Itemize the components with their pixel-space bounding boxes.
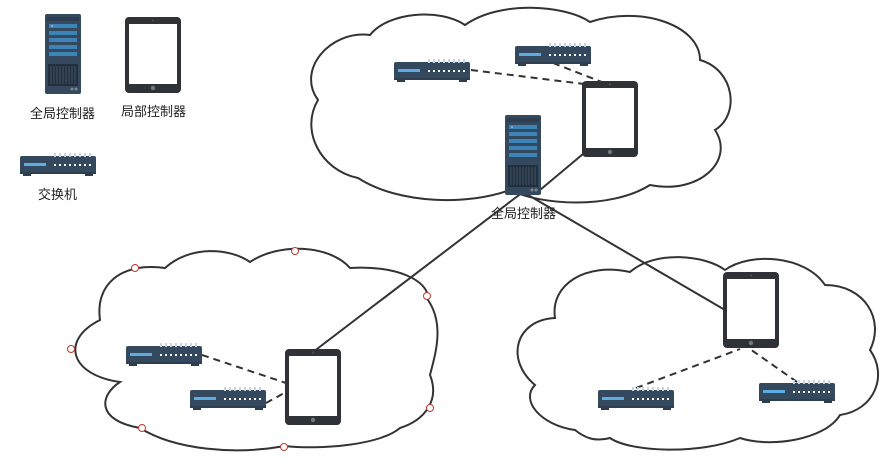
link-right-switch1 <box>635 348 741 389</box>
link-right-switch2 <box>749 348 798 383</box>
link-global-to-top-local <box>539 153 584 191</box>
legend-switch-icon <box>20 153 96 176</box>
top-switch-1-icon[interactable] <box>394 59 470 82</box>
right-switch-1-icon[interactable] <box>598 387 674 410</box>
link-left-switch2 <box>265 391 287 404</box>
link-left-switch1 <box>201 354 287 384</box>
center-global-controller-icon[interactable] <box>504 114 542 196</box>
link-top-switch1 <box>470 69 601 87</box>
right-local-controller-icon[interactable] <box>723 272 779 348</box>
legend-global-controller-label: 全局控制器 <box>30 107 96 122</box>
legend-switch-label: 交换机 <box>38 188 78 203</box>
left-switch-2-icon[interactable] <box>190 387 266 410</box>
left-local-controller-icon[interactable] <box>285 349 341 425</box>
cloud-selection-handles[interactable] <box>67 247 434 451</box>
left-switch-1-icon[interactable] <box>126 343 202 366</box>
legend-local-controller-label: 局部控制器 <box>121 105 187 120</box>
top-local-controller-icon[interactable] <box>582 81 638 157</box>
right-switch-2-icon[interactable] <box>759 380 835 403</box>
link-global-to-left-local <box>312 191 524 353</box>
legend-local-controller-icon <box>125 17 181 93</box>
cloud-left <box>74 247 439 452</box>
center-global-controller-label: 全局控制器 <box>491 207 557 222</box>
link-global-to-right-local <box>522 191 726 311</box>
top-switch-2-icon[interactable] <box>515 43 591 66</box>
cloud-right <box>516 256 879 451</box>
legend-global-controller-icon <box>44 13 82 95</box>
